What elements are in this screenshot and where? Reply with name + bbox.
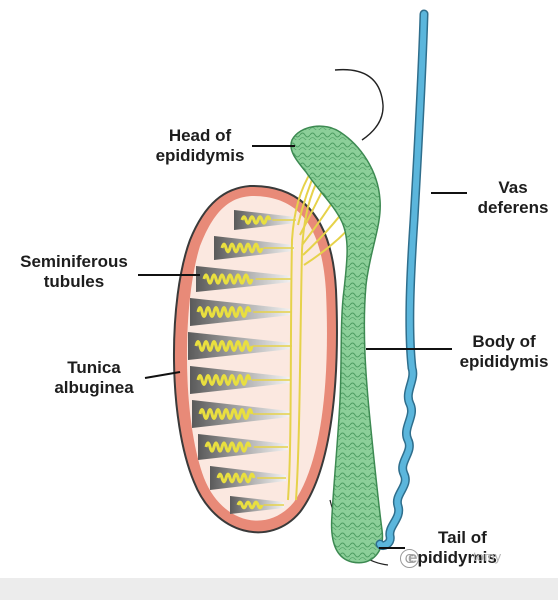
tubule-coil-5 <box>196 342 252 351</box>
label-body-line1: Body of <box>454 332 554 352</box>
watermark-text: tomy <box>473 549 501 564</box>
label-vas-line2: deferens <box>470 198 556 218</box>
label-semi-line2: tubules <box>12 272 136 292</box>
label-tunica-line2: albuginea <box>46 378 142 398</box>
label-tunica-line1: Tunica <box>46 358 142 378</box>
label-tunica-albuginea: Tunica albuginea <box>46 358 142 398</box>
label-semi-line1: Seminiferous <box>12 252 136 272</box>
bottom-bar <box>0 578 558 600</box>
label-body-of-epididymis: Body of epididymis <box>454 332 554 372</box>
label-tail-line1: Tail of <box>408 528 504 548</box>
tunica-vaginalis-outline <box>335 70 383 140</box>
copyright-icon: C <box>400 549 419 568</box>
tubule-coil-10 <box>238 502 262 508</box>
label-head-of-epididymis: Head of epididymis <box>152 126 248 166</box>
label-vas-deferens: Vas deferens <box>470 178 556 218</box>
label-head-line2: epididymis <box>152 146 248 166</box>
label-body-line2: epididymis <box>454 352 554 372</box>
label-head-line1: Head of <box>152 126 248 146</box>
label-vas-line1: Vas <box>470 178 556 198</box>
label-seminiferous-tubules: Seminiferous tubules <box>12 252 136 292</box>
